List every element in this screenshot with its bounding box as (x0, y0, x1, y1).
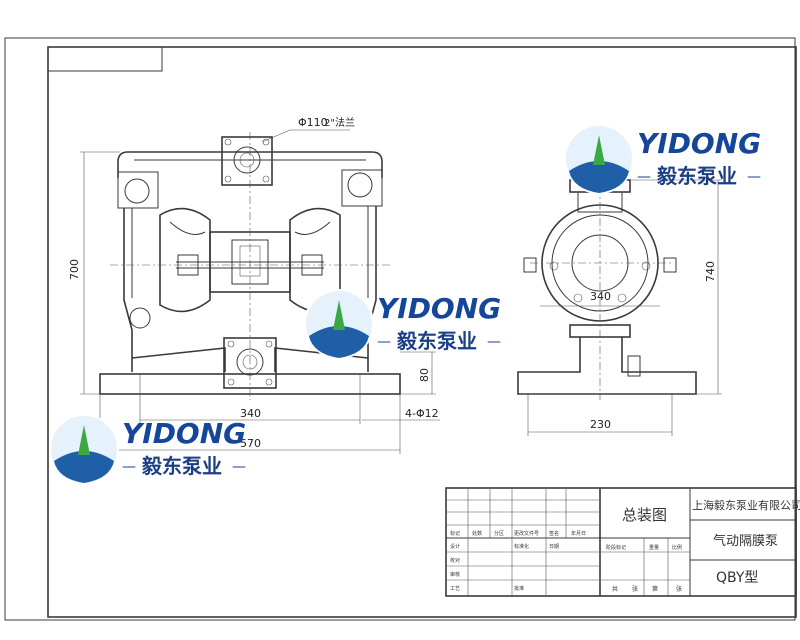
svg-text:毅东泵业: 毅东泵业 (396, 329, 477, 353)
sheet-border (4, 37, 796, 621)
drawing-frame (47, 46, 797, 618)
svg-text:标记: 标记 (450, 530, 460, 537)
dim-flange: Φ110 (298, 116, 328, 129)
title-block-product: 气动隔膜泵 (713, 533, 778, 549)
svg-text:毅东泵业: 毅东泵业 (141, 454, 222, 478)
svg-text:更改文件号: 更改文件号 (514, 530, 539, 537)
dim-flange-note: 2"法兰 (324, 116, 355, 129)
title-block-row-labels: 标记 处数 分区 更改文件号 签名 年月日 (450, 530, 586, 537)
title-block-title: 总装图 (622, 506, 667, 524)
svg-text:重量: 重量 (649, 544, 659, 551)
svg-text:工艺: 工艺 (450, 586, 460, 592)
side-view (517, 170, 697, 400)
dim-side-base: 230 (590, 418, 611, 431)
svg-text:—: — (232, 459, 246, 475)
dim-width-outer: 570 (240, 437, 261, 450)
svg-text:—: — (747, 169, 761, 185)
svg-text:处数: 处数 (472, 530, 482, 537)
svg-text:YIDONG: YIDONG (377, 292, 501, 325)
svg-text:YIDONG: YIDONG (122, 417, 246, 450)
dim-height-right: 740 (704, 261, 717, 282)
dim-width-inner: 340 (240, 407, 261, 420)
logo-watermark-top: YIDONG 毅东泵业 — — (564, 124, 761, 194)
svg-text:毅东泵业: 毅东泵业 (656, 164, 737, 188)
title-block-model: QBY型 (716, 570, 758, 586)
svg-text:—: — (637, 169, 651, 185)
dim-bolt-height: 80 (418, 368, 431, 382)
svg-text:比例: 比例 (672, 544, 682, 551)
front-view (99, 132, 401, 400)
svg-text:—: — (122, 459, 136, 475)
title-block-sheet-labels: 共 张 第 张 (612, 585, 682, 593)
dim-side-inner: 340 (590, 290, 611, 303)
svg-text:第: 第 (652, 585, 658, 593)
svg-text:日期: 日期 (549, 544, 559, 550)
svg-text:校对: 校对 (450, 557, 460, 564)
svg-text:标准化: 标准化 (514, 543, 529, 550)
logo-watermark-middle: YIDONG 毅东泵业 — — (304, 289, 501, 359)
svg-text:—: — (377, 334, 391, 350)
svg-text:审核: 审核 (450, 571, 460, 578)
dim-height-left: 700 (68, 259, 81, 280)
logo-watermark-bottom: YIDONG 毅东泵业 — — (49, 414, 246, 484)
title-block-company: 上海毅东泵业有限公司 (692, 498, 800, 512)
svg-text:批准: 批准 (514, 585, 524, 592)
svg-text:张: 张 (632, 585, 638, 593)
title-block-left-labels: 设计 校对 审核 工艺 标准化 批准 日期 (450, 543, 559, 592)
svg-text:分区: 分区 (494, 530, 504, 537)
svg-text:共: 共 (612, 585, 618, 593)
svg-text:阶段标记: 阶段标记 (606, 544, 626, 551)
title-block (445, 487, 797, 597)
side-view-dimensions (527, 179, 722, 436)
front-view-dimensions (80, 129, 440, 454)
title-block-col-labels: 阶段标记 重量 比例 (606, 544, 682, 551)
svg-text:年月日: 年月日 (571, 530, 586, 537)
svg-text:—: — (487, 334, 501, 350)
dim-holes: 4-Φ12 (405, 407, 439, 420)
svg-text:YIDONG: YIDONG (637, 127, 761, 160)
svg-text:设计: 设计 (450, 543, 460, 550)
svg-text:签名: 签名 (549, 530, 559, 537)
corner-label-box (47, 46, 163, 72)
svg-text:张: 张 (676, 585, 682, 593)
